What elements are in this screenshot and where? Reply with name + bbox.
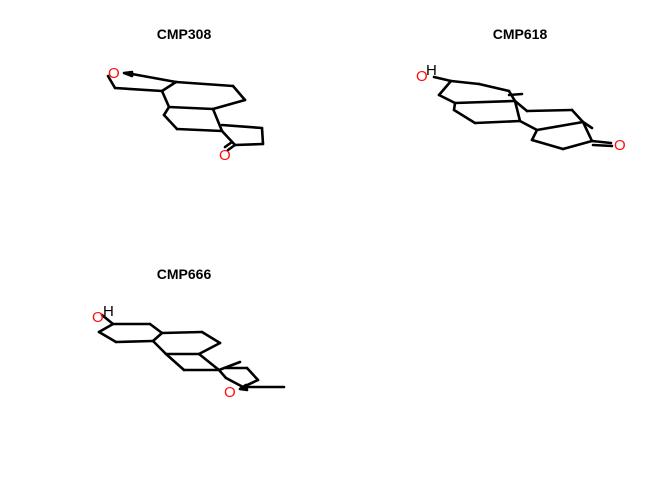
- hydrogen-atom-label: H: [426, 62, 437, 79]
- molecule-panel-cmp308: CMP308 O O: [16, 0, 352, 240]
- oxygen-atom-label: O: [224, 384, 236, 401]
- hydrogen-atom-label: H: [103, 303, 114, 320]
- molecule-title: CMP666: [156, 266, 212, 282]
- oxygen-atom-label: O: [614, 137, 626, 154]
- oxygen-atom-label: O: [92, 309, 104, 326]
- molecule-panel-cmp666: CMP666 O H O: [16, 240, 352, 480]
- molecule-structure: O O: [106, 65, 265, 164]
- oxygen-atom-label: O: [108, 65, 120, 82]
- molecule-structure: O H O: [92, 303, 286, 401]
- oxygen-atom-label: O: [416, 68, 428, 85]
- molecule-title: CMP308: [156, 26, 212, 42]
- empty-panel: [336, 240, 672, 480]
- molecule-structure: O H O: [416, 62, 626, 154]
- molecule-title: CMP618: [492, 26, 548, 42]
- oxygen-atom-label: O: [219, 147, 231, 164]
- molecule-panel-cmp618: CMP618 O H O: [352, 0, 672, 240]
